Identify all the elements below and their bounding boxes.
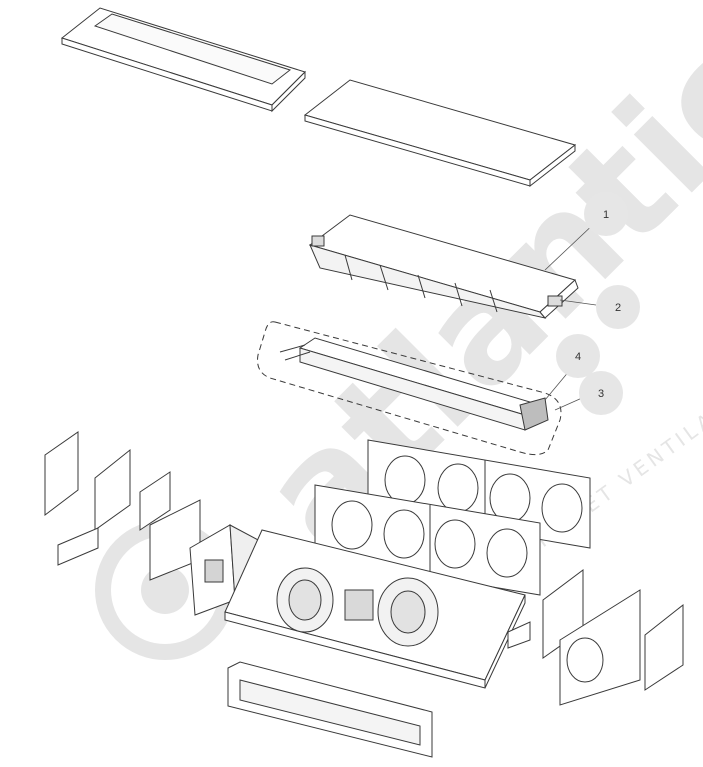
callout-2: 2 [559, 285, 640, 329]
front-panel [368, 440, 590, 548]
drain-pan [310, 215, 578, 318]
bottom-bezel [228, 662, 432, 757]
callout-1: 1 [544, 192, 628, 271]
coil-assembly [258, 322, 562, 455]
base-chassis [225, 530, 525, 688]
left-side-panels [45, 432, 200, 580]
fan-deck-panel [315, 485, 540, 595]
callout-2-label: 2 [615, 302, 621, 314]
callout-3: 3 [554, 371, 623, 415]
fan-motor [345, 590, 373, 620]
callout-3-label: 3 [598, 388, 604, 400]
callout-4: 4 [544, 334, 600, 401]
callout-4-label: 4 [575, 351, 581, 363]
callout-1-label: 1 [603, 209, 609, 221]
right-side-panels [508, 570, 683, 705]
top-cover-plate [305, 80, 575, 186]
top-frame-panel [62, 8, 305, 111]
